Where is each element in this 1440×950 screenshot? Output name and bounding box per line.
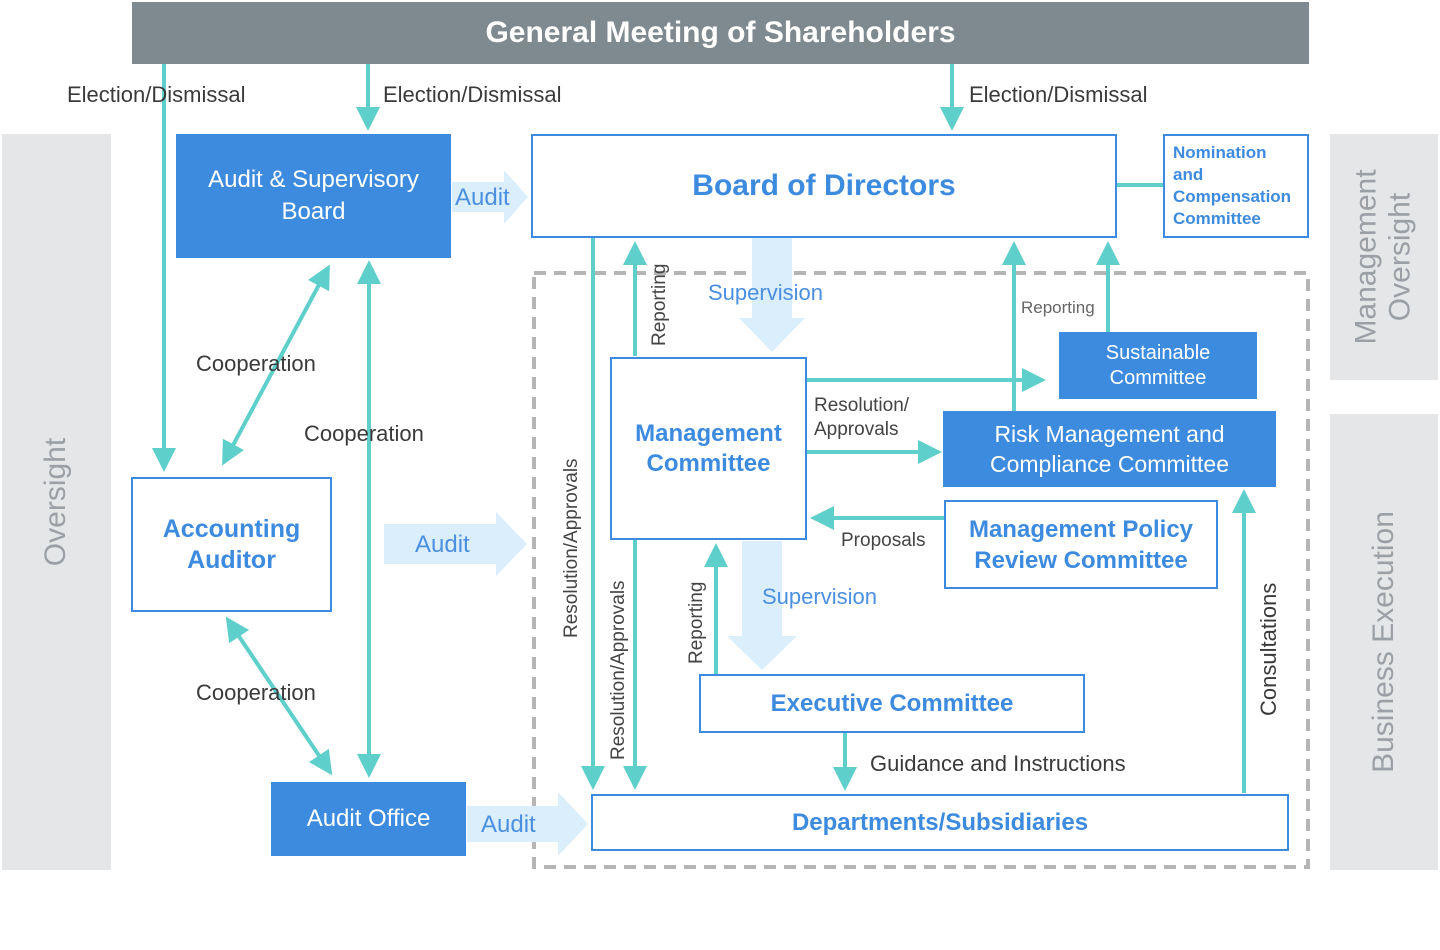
resolution-label-1: Resolution/Approvals [561,458,582,638]
supervision-block-arrow-2 [727,541,797,670]
consultations-label: Consultations [1256,582,1281,716]
executive-committee: Executive Committee [699,674,1085,733]
cooperation-arrow-3 [225,616,333,776]
audit-block-arrow-3 [467,792,588,856]
policy-review-committee-label: Management Policy Review Committee [968,515,1194,574]
board-of-directors: Board of Directors [531,134,1117,238]
resolution-label-2: Resolution/Approvals [608,580,629,760]
audit-block-arrow-2 [384,512,527,576]
audit-label-2: Audit [415,531,470,558]
supervision-block-arrow-1 [739,238,805,352]
audit-office-label: Audit Office [306,805,431,832]
departments-subsidiaries: Departments/Subsidiaries [591,794,1289,851]
management-committee-label: Management Committee [635,419,782,477]
audit-label-1: Audit [455,184,510,211]
cooperation-label-2: Cooperation [304,421,424,446]
audit-block-arrow-1 [452,170,528,224]
reporting-label-2: Reporting [686,581,707,664]
executive-committee-label: Executive Committee [770,689,1014,717]
election-label-3: Election/Dismissal [969,82,1148,107]
cooperation-label-3: Cooperation [196,680,316,705]
election-label-1: Election/Dismissal [67,82,246,107]
proposals-label: Proposals [841,530,926,551]
business-execution-panel: Business Execution [1330,414,1438,870]
management-committee: Management Committee [610,357,807,540]
management-oversight-panel: Management Oversight [1330,134,1438,380]
departments-subsidiaries-label: Departments/Subsidiaries [791,808,1089,836]
sustainable-committee: Sustainable Committee [1059,332,1257,399]
audit-supervisory-board-label: Audit & Supervisory Board [208,166,419,225]
management-policy-review-committee: Management Policy Review Committee [944,500,1218,589]
resolution-label-3: Resolution/ Approvals [814,395,910,440]
audit-label-3: Audit [481,811,536,838]
shareholders-meeting-header: General Meeting of Shareholders [132,2,1309,64]
audit-office: Audit Office [271,782,466,856]
audit-supervisory-board: Audit & Supervisory Board [176,134,451,258]
board-of-directors-label: Board of Directors [692,169,956,202]
nomination-compensation-label: Nomination and Compensation Committee [1173,143,1292,228]
sustainable-committee-label: Sustainable Committee [1105,341,1211,389]
risk-compliance-committee: Risk Management and Compliance Committee [943,411,1276,487]
accounting-auditor: Accounting Auditor [131,477,332,612]
oversight-panel: Oversight [2,134,111,870]
reporting-label-3: Reporting [1021,298,1095,317]
cooperation-label-1: Cooperation [196,351,316,376]
guidance-label: Guidance and Instructions [870,751,1126,776]
business-execution-region [532,271,1310,869]
supervision-label-1: Supervision [708,280,823,305]
cooperation-arrow-1 [222,264,330,466]
supervision-label-2: Supervision [762,584,877,609]
reporting-label-1: Reporting [649,263,670,346]
election-label-2: Election/Dismissal [383,82,562,107]
accounting-auditor-label: Accounting Auditor [162,514,301,574]
risk-compliance-committee-label: Risk Management and Compliance Committee [989,421,1230,477]
nomination-compensation-committee: Nomination and Compensation Committee [1163,134,1309,238]
